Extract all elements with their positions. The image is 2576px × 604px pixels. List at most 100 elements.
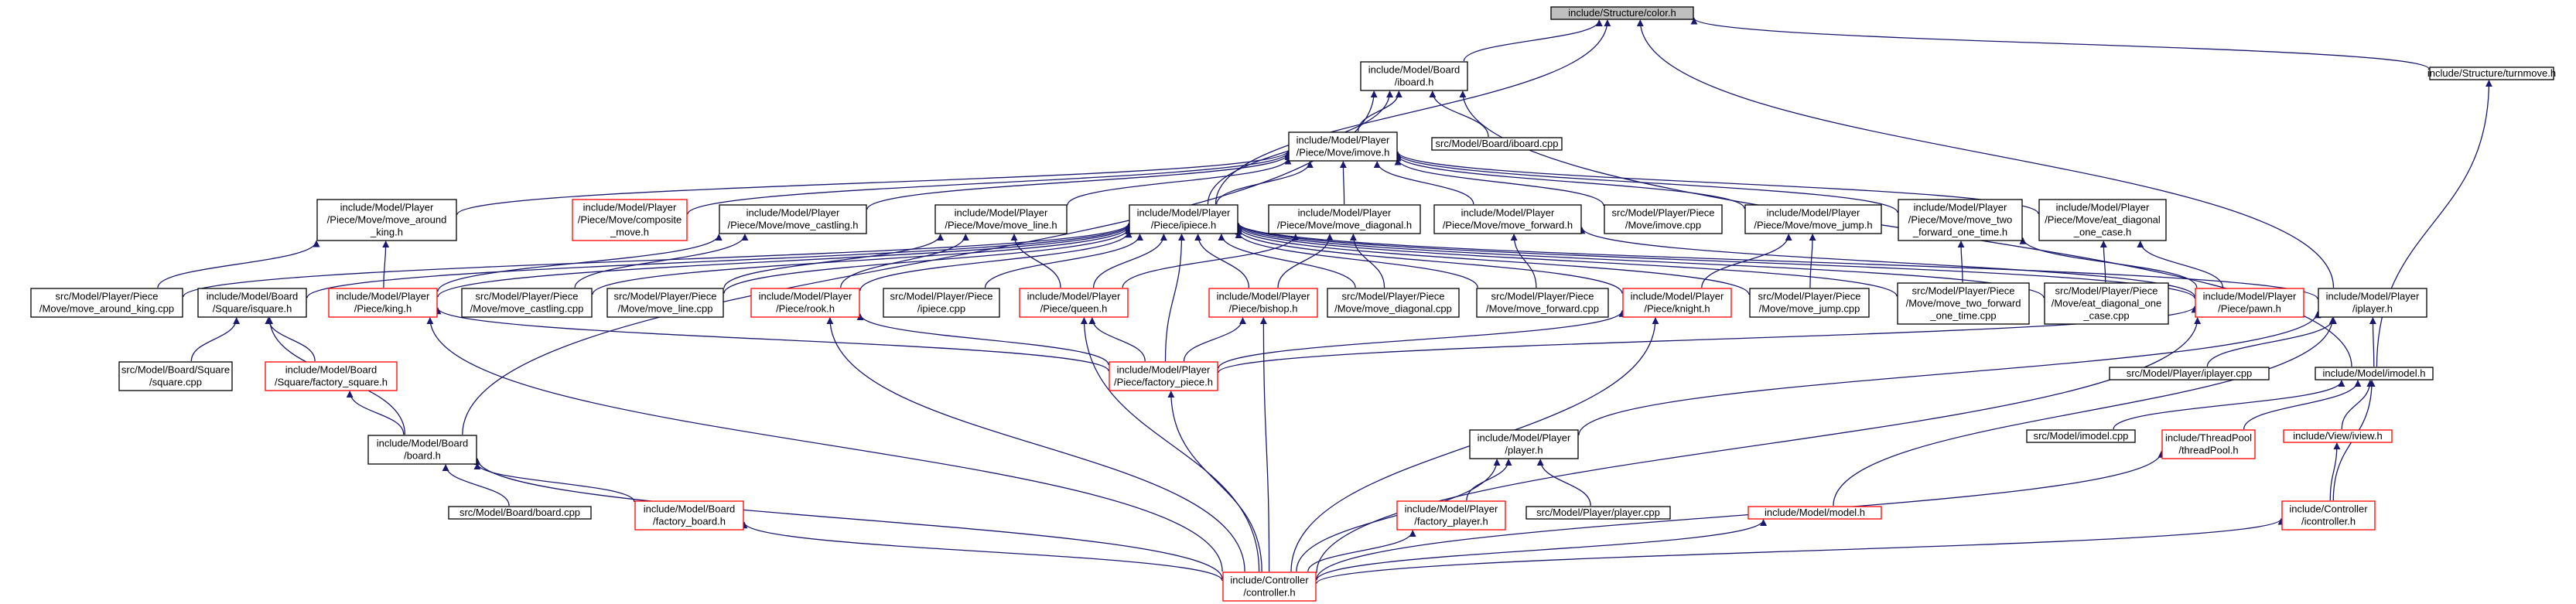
node-box[interactable] [1109, 361, 1218, 391]
node-box[interactable] [1604, 204, 1723, 234]
node-factory-board-h[interactable]: include/Model/Board/factory_board.h [634, 500, 744, 531]
node-controller-h[interactable]: include/Controller/controller.h [1222, 572, 1317, 602]
node-box[interactable] [634, 500, 744, 531]
node-box[interactable] [118, 361, 233, 391]
node-box[interactable] [1327, 288, 1460, 318]
node-isquare-h[interactable]: include/Model/Board/Square/isquare.h [197, 288, 307, 318]
node-box[interactable] [572, 199, 688, 241]
node-box[interactable] [1396, 500, 1506, 531]
node-box[interactable] [1360, 61, 1468, 91]
node-box[interactable] [1898, 199, 2023, 241]
node-factory-player-h[interactable]: include/Model/Player/factory_player.h [1396, 500, 1506, 531]
node-box[interactable] [1897, 282, 2030, 325]
node-model-h[interactable]: include/Model/model.h [1748, 506, 1882, 520]
node-box[interactable] [2318, 288, 2427, 318]
node-box[interactable] [1476, 288, 1609, 318]
node-board-cpp[interactable]: src/Model/Board/board.cpp [448, 506, 592, 520]
node-eat-diagonal-cpp[interactable]: src/Model/Player/Piece/Move/eat_diagonal… [2044, 282, 2169, 325]
node-player-cpp[interactable]: src/Model/Player/player.cpp [1525, 506, 1671, 520]
node-box[interactable] [2038, 199, 2167, 241]
node-box[interactable] [316, 199, 457, 241]
node-move-diagonal-h[interactable]: include/Model/Player/Piece/Move/move_dia… [1268, 204, 1421, 234]
node-box[interactable] [2161, 429, 2256, 459]
node-icontroller-h[interactable]: include/Controller/icontroller.h [2281, 500, 2376, 531]
node-box[interactable] [1019, 288, 1129, 318]
node-bishop-h[interactable]: include/Model/Player/Piece/bishop.h [1208, 288, 1318, 318]
node-move-forward-cpp[interactable]: src/Model/Player/Piece/Move/move_forward… [1476, 288, 1609, 318]
node-factory-square-h[interactable]: include/Model/Board/Square/factory_squar… [265, 361, 398, 391]
node-move-line-cpp[interactable]: src/Model/Player/Piece/Move/move_line.cp… [606, 288, 724, 318]
node-box[interactable] [2044, 282, 2169, 325]
node-box[interactable] [1208, 288, 1318, 318]
node-composite-move-h[interactable]: include/Model/Player/Piece/Move/composit… [572, 199, 688, 241]
node-box[interactable] [2195, 288, 2304, 318]
node-imove-h[interactable]: include/Model/Player/Piece/Move/imove.h [1288, 131, 1398, 162]
node-box[interactable] [1525, 506, 1671, 520]
node-box[interactable] [1129, 204, 1238, 234]
node-box[interactable] [2429, 67, 2554, 80]
node-box[interactable] [750, 288, 860, 318]
node-box[interactable] [30, 288, 183, 318]
node-imodel-cpp[interactable]: src/Model/imodel.cpp [2026, 429, 2136, 443]
node-box[interactable] [197, 288, 307, 318]
node-move-jump-h[interactable]: include/Model/Player/Piece/Move/move_jum… [1744, 204, 1882, 234]
node-box[interactable] [2109, 367, 2270, 380]
node-threadpool-h[interactable]: include/ThreadPool/threadPool.h [2161, 429, 2256, 459]
node-box[interactable] [265, 361, 398, 391]
node-box[interactable] [606, 288, 724, 318]
node-box[interactable] [1431, 137, 1563, 151]
node-box[interactable] [1744, 204, 1882, 234]
node-knight-h[interactable]: include/Model/Player/Piece/knight.h [1622, 288, 1732, 318]
node-move-castling-cpp[interactable]: src/Model/Player/Piece/Move/move_castlin… [461, 288, 593, 318]
node-box[interactable] [1748, 506, 1882, 520]
node-move-castling-h[interactable]: include/Model/Player/Piece/Move/move_cas… [719, 204, 867, 234]
node-box[interactable] [448, 506, 592, 520]
node-iboard-cpp[interactable]: src/Model/Board/iboard.cpp [1431, 137, 1563, 151]
node-move-jump-cpp[interactable]: src/Model/Player/Piece/Move/move_jump.cp… [1749, 288, 1870, 318]
node-box[interactable] [1550, 6, 1694, 20]
node-move-around-king-cpp[interactable]: src/Model/Player/Piece/Move/move_around_… [30, 288, 183, 318]
node-king-h[interactable]: include/Model/Player/Piece/king.h [328, 288, 438, 318]
node-box[interactable] [328, 288, 438, 318]
node-move-around-king-h[interactable]: include/Model/Player/Piece/Move/move_aro… [316, 199, 457, 241]
node-iboard-h[interactable]: include/Model/Board/iboard.h [1360, 61, 1468, 91]
node-box[interactable] [883, 288, 1000, 318]
node-iplayer-cpp[interactable]: src/Model/Player/iplayer.cpp [2109, 367, 2270, 380]
node-move-line-h[interactable]: include/Model/Player/Piece/Move/move_lin… [934, 204, 1068, 234]
node-queen-h[interactable]: include/Model/Player/Piece/queen.h [1019, 288, 1129, 318]
node-box[interactable] [1749, 288, 1870, 318]
node-iview-h[interactable]: include/View/iview.h [2283, 429, 2393, 443]
node-box[interactable] [934, 204, 1068, 234]
node-box[interactable] [2315, 367, 2434, 380]
node-rook-h[interactable]: include/Model/Player/Piece/rook.h [750, 288, 860, 318]
node-pawn-h[interactable]: include/Model/Player/Piece/pawn.h [2195, 288, 2304, 318]
node-box[interactable] [1433, 204, 1582, 234]
node-box[interactable] [2281, 500, 2376, 531]
node-box[interactable] [1222, 572, 1317, 602]
node-box[interactable] [1469, 429, 1579, 459]
node-box[interactable] [461, 288, 593, 318]
node-player-h[interactable]: include/Model/Player/player.h [1469, 429, 1579, 459]
node-square-cpp[interactable]: src/Model/Board/Square/square.cpp [118, 361, 233, 391]
node-board-h[interactable]: include/Model/Board/board.h [367, 435, 477, 465]
node-imove-cpp[interactable]: src/Model/Player/Piece/Move/imove.cpp [1604, 204, 1723, 234]
node-ipiece-cpp[interactable]: src/Model/Player/Piece/ipiece.cpp [883, 288, 1000, 318]
node-box[interactable] [2283, 429, 2393, 443]
node-color-h[interactable]: include/Structure/color.h [1550, 6, 1694, 20]
node-move-forward-h[interactable]: include/Model/Player/Piece/Move/move_for… [1433, 204, 1582, 234]
node-move-two-forward-cpp[interactable]: src/Model/Player/Piece/Move/move_two_for… [1897, 282, 2030, 325]
node-factory-piece-h[interactable]: include/Model/Player/Piece/factory_piece… [1109, 361, 1218, 391]
node-box[interactable] [1268, 204, 1421, 234]
node-eat-diagonal-h[interactable]: include/Model/Player/Piece/Move/eat_diag… [2038, 199, 2167, 241]
node-move-diagonal-cpp[interactable]: src/Model/Player/Piece/Move/move_diagona… [1327, 288, 1460, 318]
node-turnmove-h[interactable]: include/Structure/turnmove.h [2427, 67, 2556, 80]
node-iplayer-h[interactable]: include/Model/Player/iplayer.h [2318, 288, 2427, 318]
node-move-two-forward-h[interactable]: include/Model/Player/Piece/Move/move_two… [1898, 199, 2023, 241]
node-box[interactable] [1622, 288, 1732, 318]
node-box[interactable] [367, 435, 477, 465]
node-box[interactable] [719, 204, 867, 234]
node-imodel-h[interactable]: include/Model/imodel.h [2315, 367, 2434, 380]
node-box[interactable] [1288, 131, 1398, 162]
node-box[interactable] [2026, 429, 2136, 443]
node-ipiece-h[interactable]: include/Model/Player/Piece/ipiece.h [1129, 204, 1238, 234]
